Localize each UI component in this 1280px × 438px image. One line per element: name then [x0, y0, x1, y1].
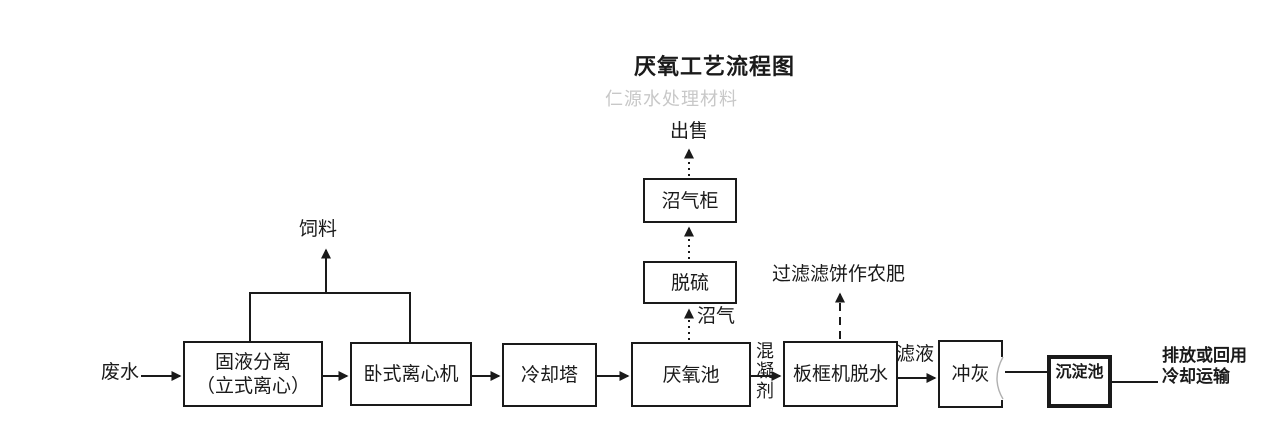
node-label: 板框机脱水	[792, 363, 888, 385]
label-feed: 饲料	[299, 218, 338, 240]
node-cooling-tower: 冷却塔	[502, 343, 597, 407]
label-filter-cake-fertilizer: 过滤滤饼作农肥	[772, 263, 906, 285]
node-label: 沉淀池	[1055, 362, 1104, 381]
node-anaerobic-tank: 厌氧池	[631, 342, 751, 407]
node-label: 沼气柜	[661, 189, 719, 212]
label-outlet-line1: 排放或回用	[1162, 346, 1247, 366]
node-label: 脱硫	[670, 271, 709, 294]
node-label: 厌氧池	[662, 363, 720, 386]
page-title: 厌氧工艺流程图	[634, 55, 796, 80]
line-feed-collector	[249, 292, 411, 342]
watermark-text: 仁源水处理材料	[605, 89, 738, 110]
node-label: （立式离心）	[195, 375, 310, 397]
node-solid-liquid-separation: 固液分离 （立式离心）	[183, 341, 323, 407]
label-outlet: 排放或回用 冷却运输	[1162, 346, 1247, 388]
node-biogas-holder: 沼气柜	[643, 178, 737, 223]
node-label: 冲灰	[951, 363, 990, 385]
node-plate-frame-dewatering: 板框机脱水	[783, 341, 898, 407]
label-wastewater: 废水	[101, 361, 140, 383]
node-horizontal-centrifuge: 卧式离心机	[350, 342, 472, 406]
label-biogas: 沼气	[697, 305, 736, 327]
label-coagulant: 混凝剂	[753, 341, 774, 401]
node-desulfurization: 脱硫	[643, 261, 737, 304]
label-filtrate: 滤液	[896, 343, 935, 365]
label-outlet-line2: 冷却运输	[1162, 367, 1230, 387]
node-ash-flushing: 冲灰	[938, 340, 1003, 408]
node-label: 卧式离心机	[363, 363, 459, 385]
node-label: 固液分离	[214, 351, 291, 373]
node-sedimentation-tank: 沉淀池	[1047, 355, 1112, 408]
label-sell: 出售	[670, 120, 709, 142]
node-label: 冷却塔	[520, 364, 578, 386]
